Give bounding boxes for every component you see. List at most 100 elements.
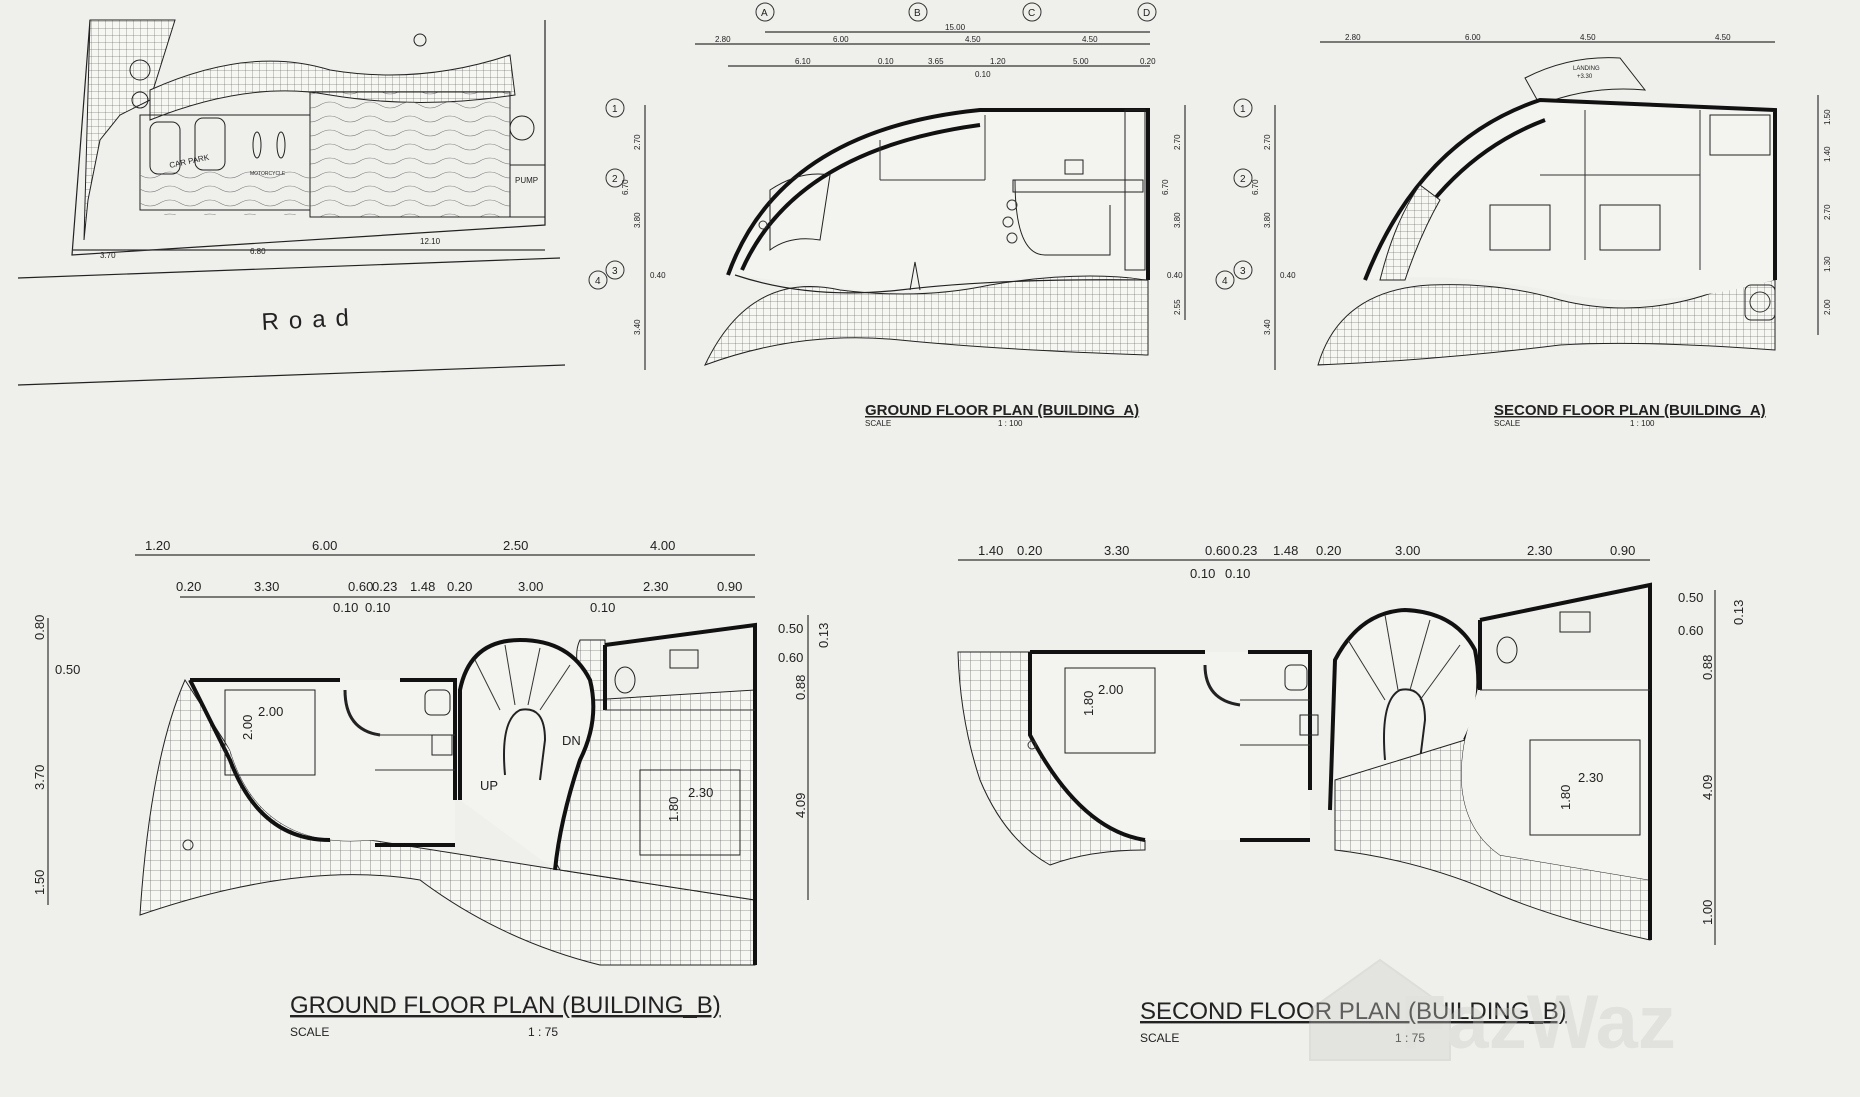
svg-text:6.00: 6.00 <box>1465 33 1481 42</box>
svg-text:0.88: 0.88 <box>1700 655 1715 680</box>
svg-text:6.00: 6.00 <box>312 538 337 553</box>
svg-text:C: C <box>1028 8 1035 19</box>
svg-text:0.20: 0.20 <box>1017 543 1042 558</box>
svg-text:3.40: 3.40 <box>633 319 642 335</box>
svg-text:5.00: 5.00 <box>1073 57 1089 66</box>
svg-text:6.70: 6.70 <box>1251 179 1260 195</box>
plan-b-ground-scale-label: SCALE <box>290 1025 329 1039</box>
svg-text:0.50: 0.50 <box>778 621 803 636</box>
grid-bubble-c <box>1022 2 1042 22</box>
svg-text:2.70: 2.70 <box>1173 134 1182 150</box>
svg-text:6.10: 6.10 <box>795 57 811 66</box>
landing-level: +3.30 <box>1577 74 1593 80</box>
plan-a-second-scale-label: SCALE <box>1494 419 1520 428</box>
svg-text:0.23: 0.23 <box>372 579 397 594</box>
plan-b-second-title: SECOND FLOOR PLAN (BUILDING_B) <box>1140 998 1567 1025</box>
svg-text:2.50: 2.50 <box>503 538 528 553</box>
plan-b-ground-title: GROUND FLOOR PLAN (BUILDING_B) <box>290 992 721 1019</box>
svg-text:3.30: 3.30 <box>254 579 279 594</box>
svg-text:0.20: 0.20 <box>447 579 472 594</box>
svg-text:0.40: 0.40 <box>1167 271 1183 280</box>
svg-text:4: 4 <box>595 276 601 287</box>
svg-text:D: D <box>1143 8 1150 19</box>
svg-text:2.00: 2.00 <box>258 704 283 719</box>
svg-text:0.90: 0.90 <box>717 579 742 594</box>
svg-text:2.80: 2.80 <box>1345 33 1361 42</box>
svg-text:6.00: 6.00 <box>833 35 849 44</box>
svg-text:2.30: 2.30 <box>643 579 668 594</box>
house-logo-icon <box>1309 958 1451 1061</box>
svg-text:1.40: 1.40 <box>978 543 1003 558</box>
watermark-text: FazWaz <box>1400 980 1676 1065</box>
svg-text:1.20: 1.20 <box>990 57 1006 66</box>
svg-text:3.70: 3.70 <box>32 765 47 790</box>
site-dim-3: 12.10 <box>420 237 441 246</box>
svg-text:0.10: 0.10 <box>590 600 615 615</box>
svg-text:B: B <box>914 8 921 19</box>
pump-label: PUMP <box>515 176 538 185</box>
svg-text:1.20: 1.20 <box>145 538 170 553</box>
plan-b-second-scale-label: SCALE <box>1140 1031 1179 1045</box>
svg-text:0.60: 0.60 <box>1678 623 1703 638</box>
svg-text:4.50: 4.50 <box>965 35 981 44</box>
plan-a-ground-scale-value: 1 : 100 <box>998 419 1023 428</box>
site-dim-2: 6.80 <box>250 247 266 256</box>
plan-a-second-title: SECOND FLOOR PLAN (BUILDING_A) <box>1494 402 1766 419</box>
svg-text:2: 2 <box>612 174 618 185</box>
svg-text:1.00: 1.00 <box>1700 900 1715 925</box>
svg-text:2.00: 2.00 <box>1098 682 1123 697</box>
svg-text:0.60: 0.60 <box>1205 543 1230 558</box>
svg-text:2.00: 2.00 <box>240 715 255 740</box>
svg-text:1.80: 1.80 <box>666 797 681 822</box>
svg-text:0.10: 0.10 <box>333 600 358 615</box>
svg-text:2.30: 2.30 <box>688 785 713 800</box>
svg-text:3.80: 3.80 <box>1263 212 1272 228</box>
plan-b-ground-scale-value: 1 : 75 <box>528 1025 558 1039</box>
svg-text:0.13: 0.13 <box>816 623 831 648</box>
site-dim-1: 3.70 <box>100 251 116 260</box>
svg-text:0.40: 0.40 <box>650 271 666 280</box>
svg-text:6.70: 6.70 <box>621 179 630 195</box>
svg-text:2.80: 2.80 <box>715 35 731 44</box>
svg-text:1: 1 <box>1240 104 1246 115</box>
svg-text:0.88: 0.88 <box>793 675 808 700</box>
motorcycle-label: MOTORCYCLE <box>250 171 286 177</box>
svg-text:4: 4 <box>1222 276 1228 287</box>
svg-text:0.10: 0.10 <box>365 600 390 615</box>
svg-text:4.09: 4.09 <box>793 793 808 818</box>
svg-text:3: 3 <box>612 266 618 277</box>
svg-text:0.20: 0.20 <box>176 579 201 594</box>
svg-text:0.10: 0.10 <box>975 70 991 79</box>
svg-text:0.20: 0.20 <box>1316 543 1341 558</box>
svg-text:3.80: 3.80 <box>1173 212 1182 228</box>
svg-text:1.48: 1.48 <box>410 579 435 594</box>
svg-text:0.60: 0.60 <box>348 579 373 594</box>
svg-text:2.55: 2.55 <box>1173 299 1182 315</box>
svg-text:1: 1 <box>612 104 618 115</box>
svg-text:1.30: 1.30 <box>1823 256 1832 272</box>
svg-text:1.48: 1.48 <box>1273 543 1298 558</box>
dn-label: DN <box>562 733 581 748</box>
svg-text:0.60: 0.60 <box>778 650 803 665</box>
svg-text:4.00: 4.00 <box>650 538 675 553</box>
svg-text:6.70: 6.70 <box>1161 179 1170 195</box>
svg-text:3.40: 3.40 <box>1263 319 1272 335</box>
svg-text:2: 2 <box>1240 174 1246 185</box>
svg-text:4.50: 4.50 <box>1580 33 1596 42</box>
svg-text:0.10: 0.10 <box>878 57 894 66</box>
svg-text:0.10: 0.10 <box>1225 566 1250 581</box>
svg-text:0.50: 0.50 <box>55 662 80 677</box>
svg-text:1.80: 1.80 <box>1081 691 1096 716</box>
svg-text:1.40: 1.40 <box>1823 146 1832 162</box>
svg-text:2.00: 2.00 <box>1823 299 1832 315</box>
grid-bubble-b <box>908 2 928 22</box>
grid-bubble-d <box>1137 2 1157 22</box>
svg-text:15.00: 15.00 <box>945 23 966 32</box>
svg-text:4.09: 4.09 <box>1700 775 1715 800</box>
svg-text:3: 3 <box>1240 266 1246 277</box>
svg-text:0.23: 0.23 <box>1232 543 1257 558</box>
svg-text:3.00: 3.00 <box>518 579 543 594</box>
up-label: UP <box>480 778 498 793</box>
svg-text:0.20: 0.20 <box>1140 57 1156 66</box>
car-park-label: CAR PARK <box>169 153 211 170</box>
